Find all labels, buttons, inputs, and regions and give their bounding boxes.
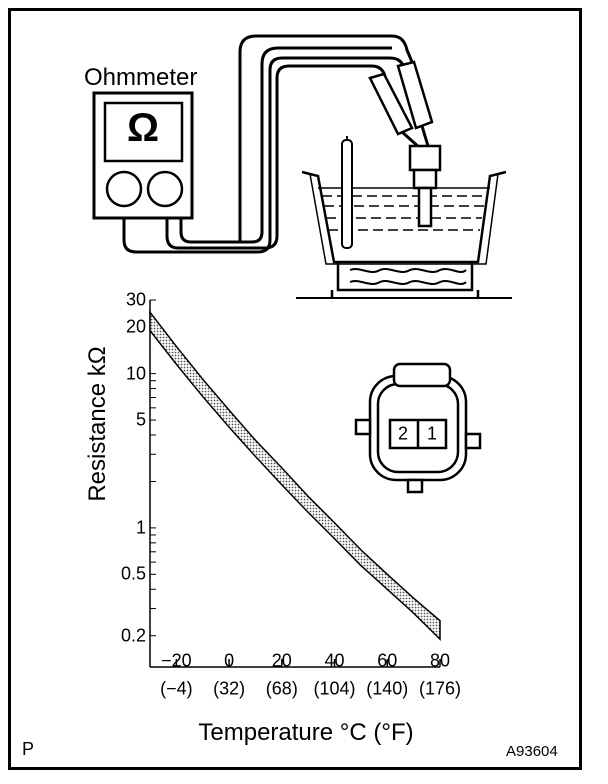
test-probes [368,60,434,150]
x-tick-label: 20 [271,650,292,671]
x-tick-label-fahrenheit: (32) [213,678,246,699]
sensor-connector [354,362,482,494]
x-tick-label: −20 [161,650,192,671]
y-tick-label: 30 [125,289,146,310]
x-tick-label: 0 [224,650,235,671]
water-bath [296,170,512,299]
y-tick-label: 0.5 [120,563,146,584]
figure-id: A93604 [506,743,558,760]
y-tick-label: 1 [135,517,146,538]
meter-terminal-right [146,170,184,208]
resistance-chart [149,299,441,668]
y-axis-label: Resistance kΩ [84,346,111,502]
y-tick-label: 5 [135,409,146,430]
test-lead-wires [122,34,414,254]
corner-mark: P [22,739,35,759]
y-tick-label: 0.2 [120,625,146,646]
y-tick-label: 20 [125,316,146,337]
connector-pin-1: 1 [426,423,438,444]
temperature-sensor [408,144,442,228]
x-tick-label-fahrenheit: (−4) [160,678,193,699]
meter-terminal-left [105,170,143,208]
x-tick-label-fahrenheit: (176) [418,678,462,699]
x-tick-label-fahrenheit: (68) [265,678,298,699]
ohmmeter-device [92,91,194,220]
ohmmeter-label: Ohmmeter [84,64,198,91]
connector-pin-2: 2 [397,423,409,444]
ohm-symbol: Ω [127,106,160,150]
x-tick-label: 60 [377,650,398,671]
y-tick-label: 10 [125,363,146,384]
resistance-band [149,310,441,641]
x-tick-label: 80 [429,650,451,671]
x-axis-label: Temperature °C (°F) [198,719,414,746]
x-tick-label: 40 [324,650,345,671]
thermometer [341,136,353,249]
x-tick-label-fahrenheit: (140) [366,678,409,699]
figure-frame [8,8,582,770]
x-tick-label-fahrenheit: (104) [313,678,356,699]
